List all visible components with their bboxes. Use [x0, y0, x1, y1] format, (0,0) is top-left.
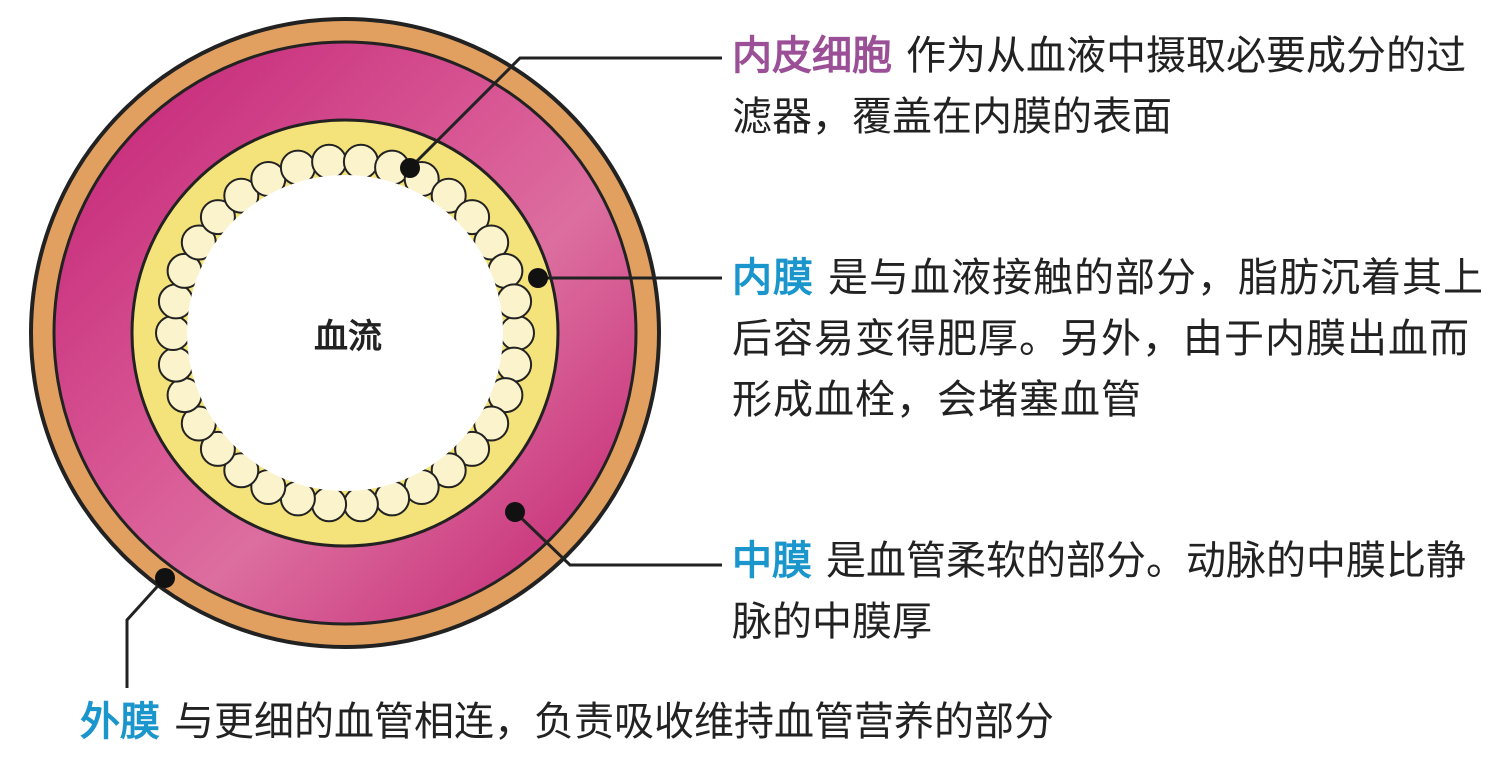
pointer-dot-endothelial — [400, 158, 420, 178]
endothelial-cells — [155, 143, 535, 523]
endothelial-cell — [223, 452, 260, 489]
endothelial-cell — [496, 346, 533, 383]
term-intima: 内膜 — [732, 255, 814, 301]
desc-intima: 是与血液接触的部分，脂肪沉着其上后容易变得肥厚。另外，由于内膜出血而形成血栓，会… — [732, 255, 1484, 423]
endothelial-cell — [454, 199, 491, 236]
term-media: 中膜 — [732, 538, 812, 584]
center-label: 血流 — [314, 317, 382, 357]
endothelial-cell — [430, 177, 467, 214]
endothelial-cell — [157, 283, 194, 320]
label-media: 中膜是血管柔软的部分。动脉的中膜比静脉的中膜厚 — [732, 531, 1492, 653]
leader-line-media — [513, 510, 722, 567]
term-endothelial: 内皮细胞 — [732, 33, 892, 79]
desc-endothelial: 作为从血液中摄取必要成分的过滤器，覆盖在内膜的表面 — [732, 33, 1466, 140]
lumen — [187, 175, 503, 491]
endothelial-cell — [499, 315, 535, 351]
endothelial-cell — [342, 143, 379, 180]
endothelial-cell — [311, 486, 348, 523]
endothelial-cell — [454, 430, 491, 467]
pointer-dot-adventitia — [155, 568, 175, 588]
term-adventitia: 外膜 — [80, 699, 160, 745]
endothelial-cell — [157, 346, 194, 383]
endothelial-cell — [199, 430, 236, 467]
endothelial-cell — [496, 283, 533, 320]
pointer-dot-intima — [528, 268, 548, 288]
desc-media: 是血管柔软的部分。动脉的中膜比静脉的中膜厚 — [732, 538, 1466, 645]
leader-line-endothelial — [408, 56, 722, 170]
endothelial-cell — [311, 143, 348, 180]
endothelial-cell — [342, 486, 379, 523]
label-endothelial: 内皮细胞作为从血液中摄取必要成分的过滤器，覆盖在内膜的表面 — [732, 26, 1492, 148]
endothelial-cell — [155, 315, 191, 351]
endothelial-cell — [430, 452, 467, 489]
label-adventitia: 外膜与更细的血管相连，负责吸收维持血管营养的部分 — [80, 692, 1380, 753]
desc-adventitia: 与更细的血管相连，负责吸收维持血管营养的部分 — [174, 699, 1054, 745]
label-intima: 内膜是与血液接触的部分，脂肪沉着其上后容易变得肥厚。另外，由于内膜出血而形成血栓… — [732, 248, 1492, 431]
leader-line-adventitia — [125, 576, 167, 688]
endothelial-cell — [223, 177, 260, 214]
pointer-dot-media — [505, 502, 525, 522]
endothelial-cell — [199, 199, 236, 236]
